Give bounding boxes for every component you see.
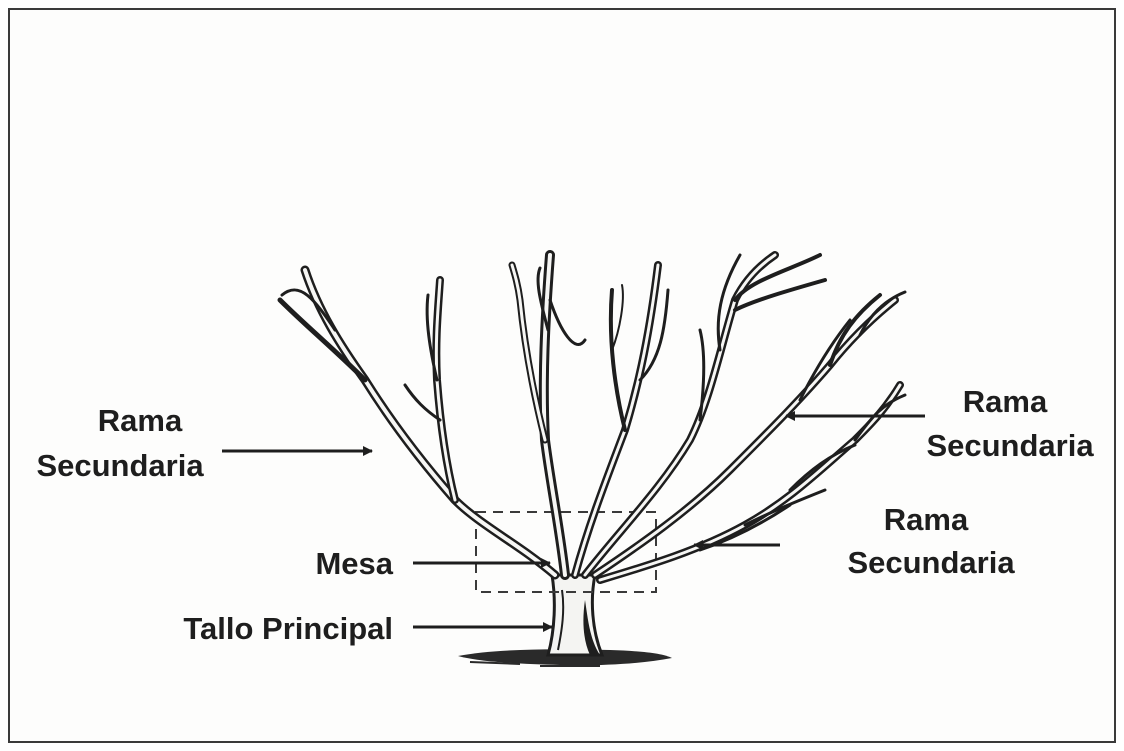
- right-mid-branch-label-line2: Secundaria: [821, 545, 1041, 581]
- mesa-label: Mesa: [250, 546, 393, 582]
- left-branch-label-line1: Rama: [40, 403, 240, 439]
- main-trunk: [548, 575, 602, 655]
- left-branch-label-line2: Secundaria: [10, 448, 230, 484]
- trunk-label: Tallo Principal: [110, 611, 393, 647]
- right-top-branch-label-line1: Rama: [905, 384, 1105, 420]
- right-top-branch-label-line2: Secundaria: [900, 428, 1120, 464]
- right-mid-branch-label-line1: Rama: [826, 502, 1026, 538]
